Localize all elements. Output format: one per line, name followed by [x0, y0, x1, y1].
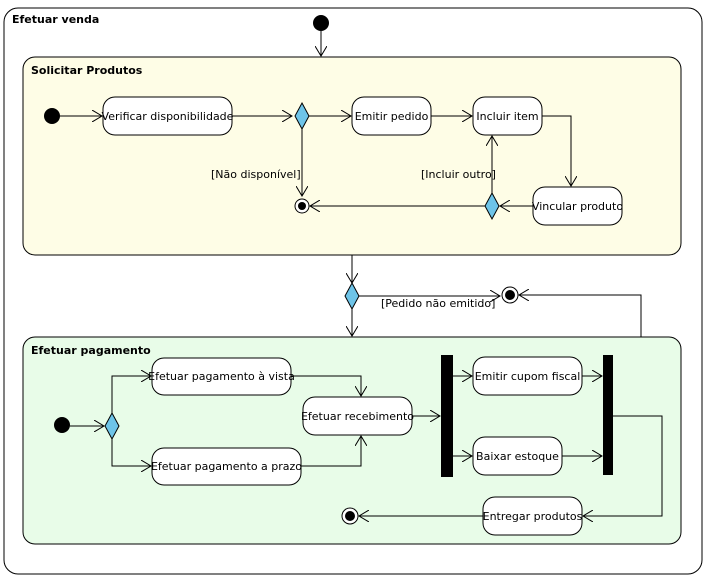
action-verificar-disponibilidade: Verificar disponibilidade: [102, 96, 234, 136]
decision-node-incluir-outro: [484, 191, 500, 221]
section-solicitar-produtos-title: Solicitar Produtos: [31, 64, 143, 77]
edge-vista-to-recebimento: [291, 375, 361, 396]
guard-pedido-nao-emitido: [Pedido não emitido]: [381, 297, 495, 310]
final-node-middle: [501, 286, 519, 304]
action-recebimento-label: Efetuar recebimento: [301, 410, 414, 423]
join-bar: [603, 355, 613, 475]
edge-join-to-entregar: [583, 415, 663, 516]
fork-bar: [441, 355, 453, 477]
action-efetuar-recebimento: Efetuar recebimento: [301, 396, 414, 436]
action-cupom-label: Emitir cupom fiscal: [475, 370, 581, 383]
action-prazo-label: Efetuar pagamento a prazo: [151, 460, 302, 473]
action-emitir-pedido-label: Emitir pedido: [355, 110, 429, 123]
action-entregar-label: Entregar produtos: [483, 510, 583, 523]
edge-prazo-to-recebimento: [301, 436, 361, 467]
section-efetuar-pagamento-title: Efetuar pagamento: [31, 344, 151, 357]
action-pagamento-vista: Efetuar pagamento à vista: [148, 357, 295, 396]
action-incluir-item-label: Incluir item: [476, 110, 538, 123]
edge-section2-to-final-mid: [519, 295, 642, 337]
guard-incluir-outro: [Incluir outro]: [421, 168, 496, 181]
initial-node-section1: [44, 108, 60, 124]
guard-nao-disponivel: [Não disponível]: [211, 168, 301, 181]
action-verificar-label: Verificar disponibilidade: [102, 110, 234, 123]
action-vincular-produto: Vincular produto: [532, 186, 623, 226]
initial-node-top: [313, 15, 329, 31]
action-emitir-pedido: Emitir pedido: [351, 96, 432, 136]
outer-activity-title: Efetuar venda: [12, 13, 99, 26]
action-incluir-item: Incluir item: [472, 96, 543, 136]
action-vista-label: Efetuar pagamento à vista: [148, 370, 295, 383]
edge-decision-to-prazo: [111, 439, 151, 466]
action-estoque-label: Baixar estoque: [476, 450, 559, 463]
initial-node-section2: [54, 417, 70, 433]
final-node-section1: [294, 198, 310, 214]
edge-decision-to-vista: [111, 376, 151, 413]
action-entregar-produtos: Entregar produtos: [482, 496, 583, 536]
action-pagamento-prazo: Efetuar pagamento a prazo: [151, 447, 302, 486]
action-emitir-cupom: Emitir cupom fiscal: [472, 356, 583, 396]
edge-incluir-to-vincular: [542, 115, 571, 186]
final-node-section2: [341, 507, 359, 525]
action-vincular-label: Vincular produto: [532, 200, 623, 213]
action-baixar-estoque: Baixar estoque: [472, 436, 563, 476]
